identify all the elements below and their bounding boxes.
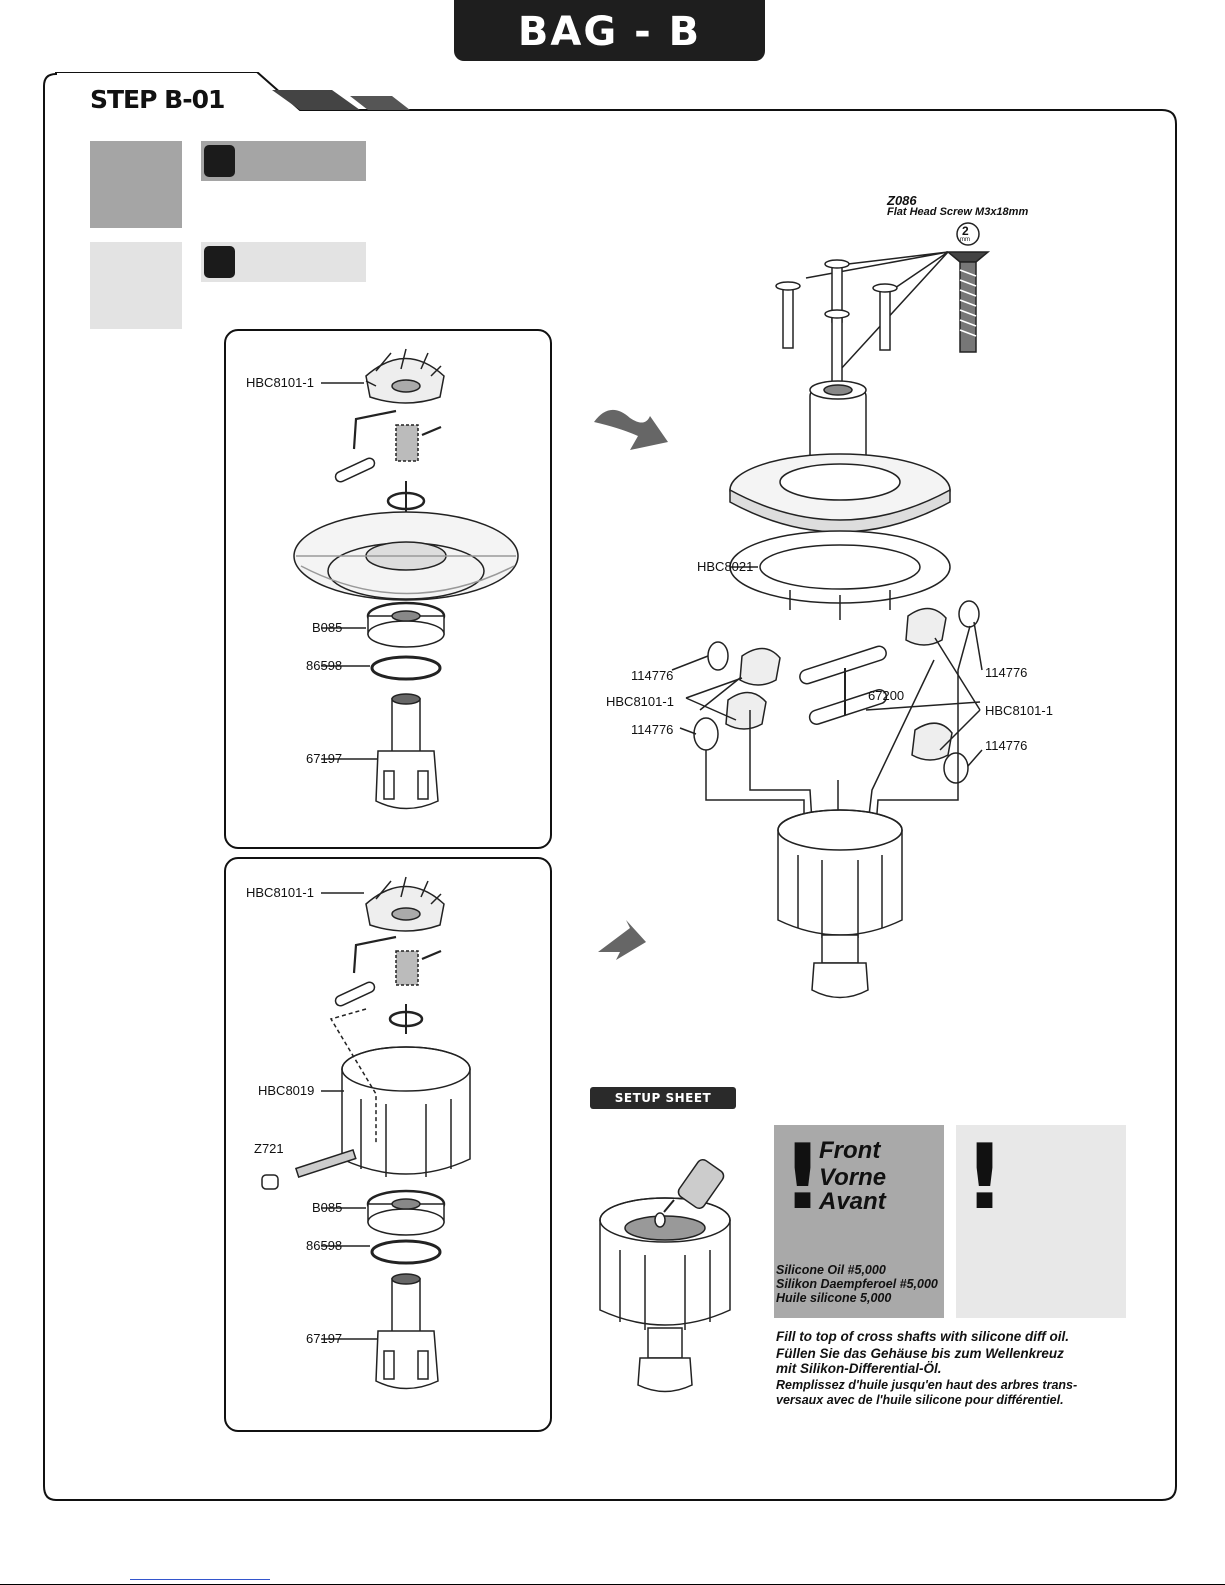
instruction-fr-1: Remplissez d'huile jusqu'en haut des arb…	[776, 1378, 1078, 1392]
screw-part-number: Z086	[887, 193, 917, 208]
part-label: B085	[312, 620, 343, 635]
rear-setting-box: !	[956, 1125, 1126, 1318]
setup-sheet-badge: SETUP SHEET	[590, 1087, 736, 1109]
gasket-label: HBC8021	[697, 559, 754, 574]
instruction-de-1: Füllen Sie das Gehäuse bis zum Wellenkre…	[776, 1346, 1064, 1361]
cross-pin-label: 67200	[868, 688, 905, 703]
part-label: 86598	[306, 1238, 343, 1253]
oil-fr: Huile silicone 5,000	[776, 1291, 892, 1305]
instruction-de-2: mit Silikon-Differential-Öl.	[776, 1361, 942, 1376]
front-label-fr: Avant	[819, 1188, 886, 1215]
warning-icon: !	[964, 1125, 1006, 1230]
part-label: 67197	[306, 1331, 343, 1346]
oil-en: Silicone Oil #5,000	[776, 1263, 886, 1277]
washer-label: 114776	[985, 665, 1028, 680]
front-indicator-block	[90, 141, 182, 228]
tool-size: 2	[962, 224, 969, 238]
part-label: Z721	[254, 1141, 284, 1156]
bag-title: BAG - B	[454, 0, 765, 61]
screw-description: Flat Head Screw M3x18mm	[887, 206, 1029, 218]
oil-filling-drawing	[599, 1158, 731, 1393]
footer-link-underline[interactable]	[130, 1579, 270, 1580]
step-title: STEP B-01	[90, 85, 225, 114]
front-label-pill	[201, 141, 366, 181]
front-marker	[204, 145, 235, 177]
gear-label: HBC8101-1	[985, 703, 1053, 718]
oil-de: Silikon Daempferoel #5,000	[776, 1277, 938, 1291]
rear-marker	[204, 246, 235, 278]
part-label: B085	[312, 1200, 343, 1215]
step-frame	[43, 72, 1177, 1501]
part-label: 67197	[306, 751, 343, 766]
part-label: HBC8101-1	[246, 885, 314, 900]
gear-assembly-panel: HBC8101-1 B085 86598 67197	[224, 329, 552, 849]
tool-unit: mm	[960, 237, 970, 243]
part-label: HBC8101-1	[246, 375, 314, 390]
housing-assembly-drawing	[261, 876, 471, 1390]
front-setting-box: ! Front Vorne Avant Silicone Oil #5,000 …	[774, 1125, 944, 1318]
housing-assembly-panel: HBC8101-1 HBC8019 Z721 B085 86598 67197	[224, 857, 552, 1432]
front-label-de: Vorne	[819, 1164, 887, 1191]
part-label: 86598	[306, 658, 343, 673]
gear-label: HBC8101-1	[606, 694, 674, 709]
instruction-en: Fill to top of cross shafts with silicon…	[776, 1329, 1070, 1344]
washer-label: 114776	[631, 668, 674, 683]
washer-label: 114776	[631, 722, 674, 737]
front-label-en: Front	[819, 1137, 881, 1164]
washer-label: 114776	[985, 738, 1028, 753]
warning-icon: !	[782, 1125, 824, 1230]
rear-indicator-block	[90, 242, 182, 329]
differential-exploded-drawing	[594, 222, 991, 999]
instruction-fr-2: versaux avec de l'huile silicone pour di…	[776, 1393, 1064, 1407]
rear-label-pill	[201, 242, 366, 282]
part-label: HBC8019	[258, 1083, 315, 1098]
gear-assembly-drawing	[293, 348, 519, 810]
